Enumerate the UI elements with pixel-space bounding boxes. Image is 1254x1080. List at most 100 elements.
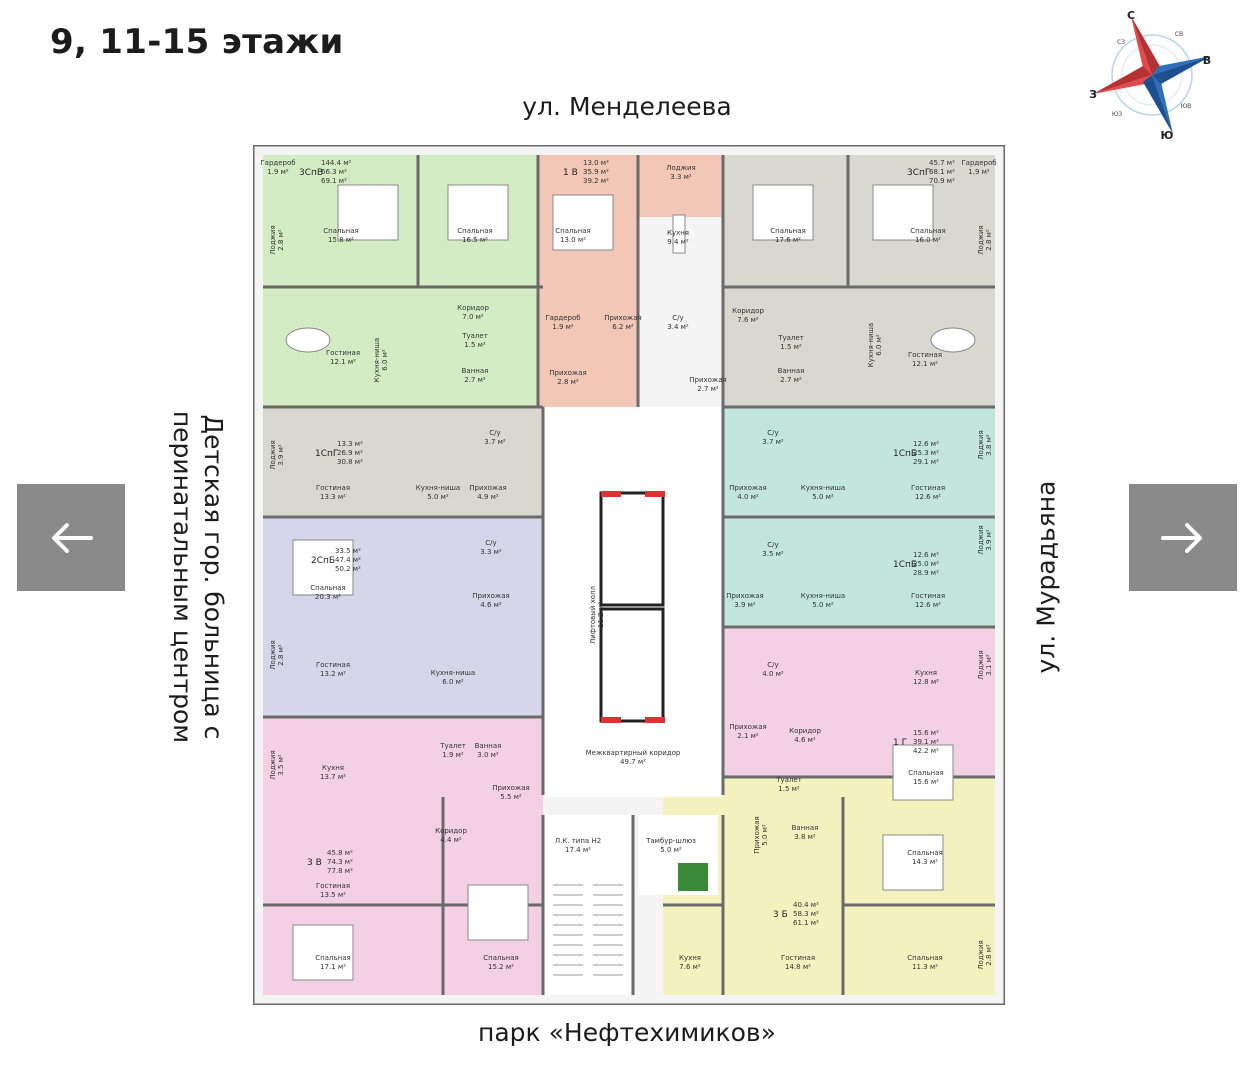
room-area: 2.8 м² <box>277 229 285 251</box>
room-label: Гостиная <box>316 882 350 890</box>
room-label: Кухня <box>915 669 937 677</box>
room-label: С/у <box>767 429 778 437</box>
bed-icon <box>892 744 954 801</box>
apartment-area-total: 74.3 м² <box>327 858 353 866</box>
bed-icon <box>467 884 529 941</box>
apartment-area-living: 13.0 м² <box>583 159 609 167</box>
room-area: 14.3 м² <box>912 858 938 866</box>
apartment-area-total: 26.9 м² <box>337 449 363 457</box>
floor-plan-drawing: Лоджия 2.8 м² Лоджия 2.8 м² Лоджия 3.9 м… <box>251 143 1007 1007</box>
room-area: 1.9 м² <box>552 323 574 331</box>
room-area: 13.5 м² <box>320 891 346 899</box>
compass-needle-east-shade <box>1152 56 1211 84</box>
room-label: Гардероб <box>545 314 580 322</box>
room-label: Лоджия <box>269 640 277 669</box>
apartment-area-gross: 28.9 м² <box>913 569 939 577</box>
apartment-area-living: 45.8 м² <box>327 849 353 857</box>
bed-icon <box>552 194 614 251</box>
room-area: 3.3 м² <box>670 173 692 181</box>
compass-needle-west-shade <box>1093 66 1152 94</box>
apartment-area-total: 58.3 м² <box>793 910 819 918</box>
room-area: 7.6 м² <box>737 316 759 324</box>
room-area: 4.6 м² <box>794 736 816 744</box>
room-area: 2.7 м² <box>464 376 486 384</box>
room-label: Гостиная <box>911 484 945 492</box>
room-label: Гостиная <box>326 349 360 357</box>
room-label: Лоджия <box>977 525 985 554</box>
room-label: Лоджия <box>977 940 985 969</box>
room-label: Кухня-ниша <box>801 592 845 600</box>
room-area: 3.8 м² <box>794 833 816 841</box>
room-label: Лоджия <box>269 750 277 779</box>
room-area: 3.5 м² <box>277 754 285 776</box>
compass-ring <box>1111 34 1193 116</box>
room-label: Кухня-ниша <box>416 484 460 492</box>
room-area: 14.8 м² <box>785 963 811 971</box>
room-area: 4.4 м² <box>440 836 462 844</box>
elevator-shaft-1 <box>599 491 665 607</box>
apartment-type: 3 В <box>307 858 322 868</box>
room-label: Прихожая <box>729 484 767 492</box>
room-label: Спальная <box>323 227 358 235</box>
room-label: Лоджия <box>269 440 277 469</box>
compass-label-e: В <box>1203 54 1211 67</box>
room-label: Межквартирный коридор <box>586 749 681 757</box>
apartment-zone-a7 <box>723 517 995 627</box>
apartment-area-gross: 39.2 м² <box>583 177 609 185</box>
room-area: 3.7 м² <box>484 438 506 446</box>
compass-label-s: Ю <box>1161 129 1174 142</box>
room-label: Туалет <box>439 742 466 750</box>
room-area: 4.0 м² <box>762 670 784 678</box>
bed-icon <box>752 184 814 241</box>
elevator-shaft-2 <box>599 607 665 723</box>
room-label: Прихожая <box>753 816 761 854</box>
fire-cabinet-icon <box>678 863 708 891</box>
table-icon <box>285 327 331 353</box>
room-area: 15.2 м² <box>488 963 514 971</box>
room-area: 3.9 м² <box>277 444 285 466</box>
next-slide-button[interactable] <box>1129 484 1237 591</box>
room-label: Гостиная <box>911 592 945 600</box>
room-area: 3.5 м² <box>762 550 784 558</box>
room-area: 49.7 м² <box>620 758 646 766</box>
apartment-area-living: 12.6 м² <box>913 551 939 559</box>
arrow-left-icon <box>52 522 93 553</box>
room-label: Кухня <box>322 764 344 772</box>
room-area: 4.9 м² <box>477 493 499 501</box>
room-area: 5.0 м² <box>761 824 769 846</box>
room-area: 12.6 м² <box>915 601 941 609</box>
room-label: Спальная <box>907 849 942 857</box>
room-label: Прихожая <box>469 484 507 492</box>
room-label: Спальная <box>770 227 805 235</box>
room-label: Кухня <box>679 954 701 962</box>
compass-label-n: С <box>1127 9 1135 22</box>
room-area: 2.8 м² <box>557 378 579 386</box>
room-area: 16.5 м² <box>462 236 488 244</box>
compass-label-nw: СЗ <box>1117 39 1125 46</box>
room-area: 1.9 м² <box>968 168 990 176</box>
room-area: 1.5 м² <box>780 343 802 351</box>
apartment-area-gross: 42.2 м² <box>913 747 939 755</box>
bed-icon <box>292 924 354 981</box>
apartment-area-gross: 69.1 м² <box>321 177 347 185</box>
apartment-zone-a5 <box>723 407 995 517</box>
room-area: 17.6 м² <box>775 236 801 244</box>
room-area: 3.7 м² <box>762 438 784 446</box>
room-area: 2.1 м² <box>737 732 759 740</box>
room-area: 20.3 м² <box>315 593 341 601</box>
bed-icon <box>337 184 399 241</box>
room-label: Лифтовый холл <box>589 586 597 644</box>
room-area: 2.8 м² <box>985 944 993 966</box>
room-area: 13.3 м² <box>320 493 346 501</box>
room-label: Кухня-ниша <box>373 338 381 382</box>
room-area: 12.1 м² <box>912 360 938 368</box>
room-area: 5.5 м² <box>500 793 522 801</box>
prev-slide-button[interactable] <box>17 484 125 591</box>
floor-plan: Лоджия 2.8 м² Лоджия 2.8 м² Лоджия 3.9 м… <box>251 143 1007 1007</box>
arrow-right-icon <box>1161 522 1202 553</box>
room-area: 6.0 м² <box>381 349 389 371</box>
apartment-type: 1 Г <box>893 738 907 748</box>
room-area: 16.0 м² <box>915 236 941 244</box>
room-label: Кухня-ниша <box>801 484 845 492</box>
room-label: Прихожая <box>549 369 587 377</box>
